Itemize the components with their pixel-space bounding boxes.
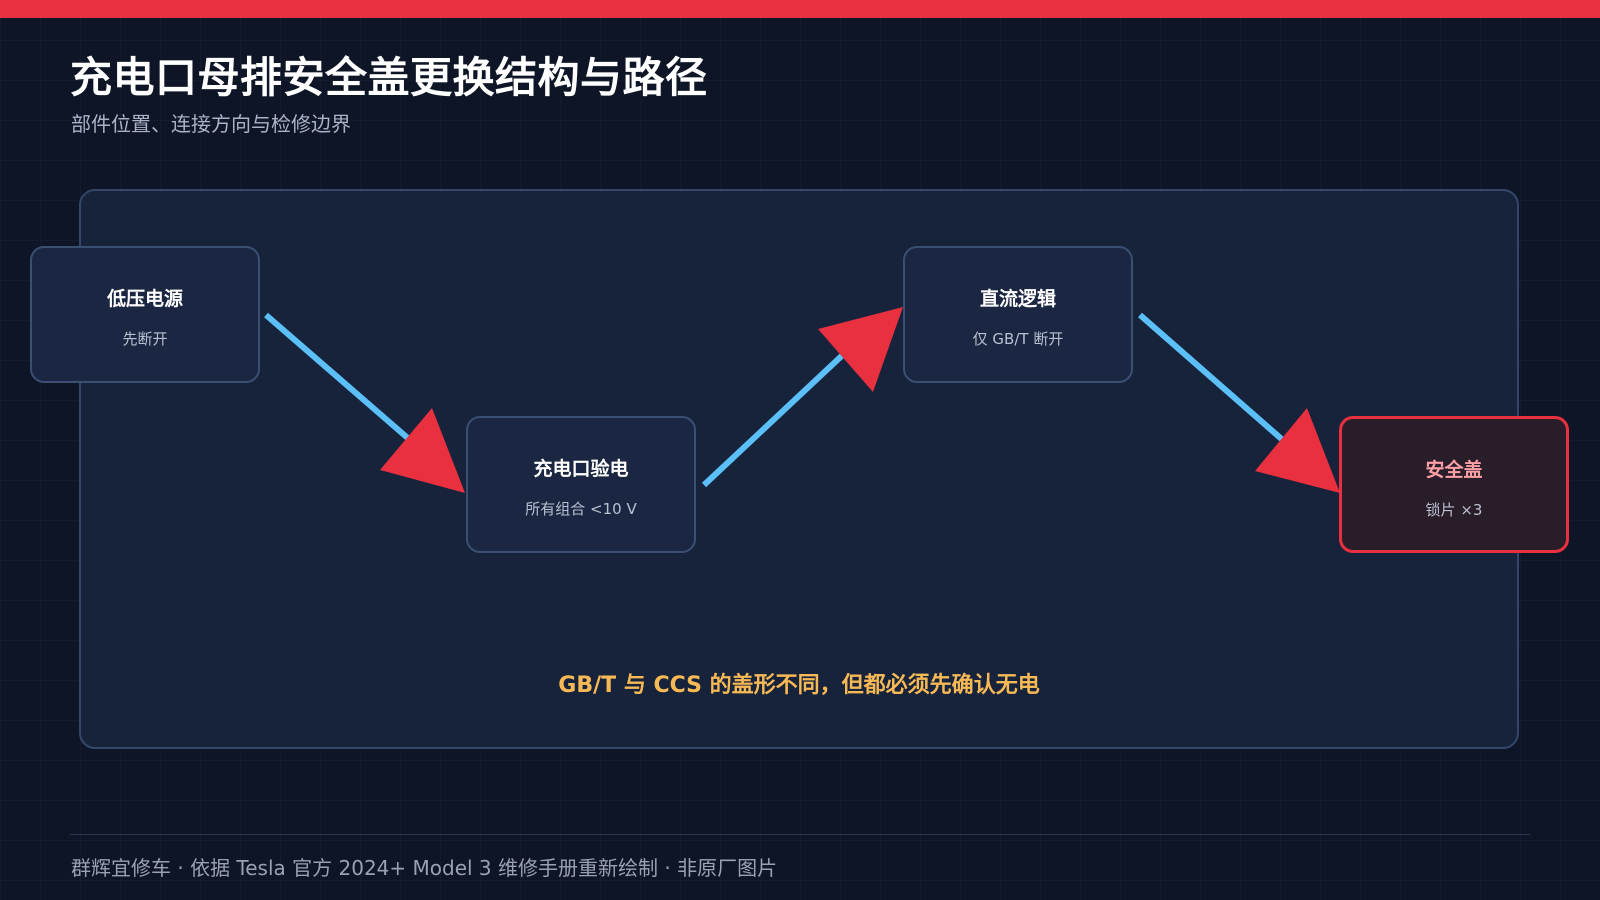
warning-note: GB/T 与 CCS 的盖形不同，但都必须先确认无电 — [558, 673, 1040, 698]
footer-credits: 群辉宜修车 · 依据 Tesla 官方 2024+ Model 3 维修手册重新… — [71, 856, 778, 880]
step-node-low-voltage: 低压电源 先断开 — [30, 246, 260, 383]
step-detail: 仅 GB/T 断开 — [972, 330, 1064, 348]
page-title: 充电口母排安全盖更换结构与路径 — [70, 53, 708, 102]
step-title: 直流逻辑 — [979, 288, 1056, 310]
step-detail: 锁片 ×3 — [1425, 501, 1483, 519]
step-node-safety-cover: 安全盖 锁片 ×3 — [1339, 416, 1569, 553]
step-detail: 先断开 — [122, 330, 168, 348]
footer-divider — [70, 834, 1530, 835]
step-title: 安全盖 — [1425, 459, 1483, 481]
step-node-charge-port-test: 充电口验电 所有组合 <10 V — [466, 416, 696, 553]
step-node-dc-logic: 直流逻辑 仅 GB/T 断开 — [903, 246, 1133, 383]
diagram-panel — [79, 189, 1519, 749]
top-accent-bar — [0, 0, 1600, 18]
step-detail: 所有组合 <10 V — [525, 500, 637, 518]
step-title: 低压电源 — [106, 288, 183, 310]
page-subtitle: 部件位置、连接方向与检修边界 — [71, 112, 351, 136]
step-title: 充电口验电 — [533, 458, 629, 480]
